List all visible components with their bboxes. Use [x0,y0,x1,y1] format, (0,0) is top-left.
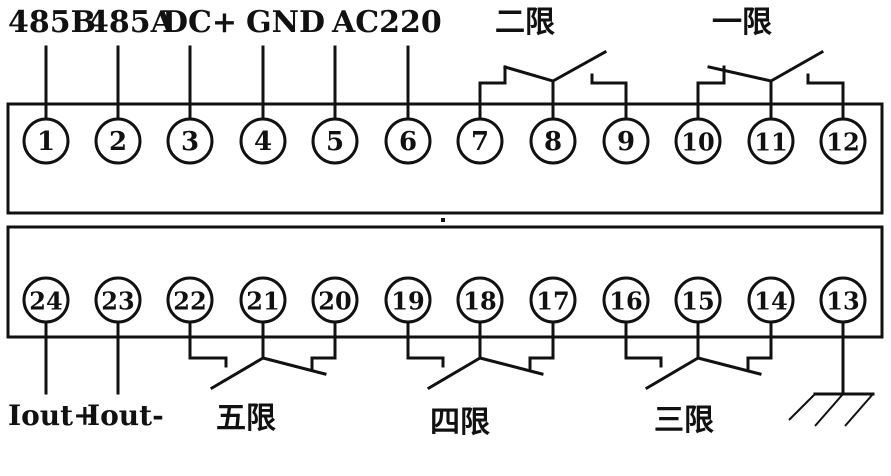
top-leads [44,45,410,121]
terminal-11: 11 [747,117,795,165]
svg-text:20: 20 [318,287,351,316]
label-relay-1: 一限 [712,5,772,40]
relay-2-switch-symbol [478,49,628,121]
label-dc-plus: DC+ [162,5,237,40]
center-dot [441,218,445,222]
svg-text:16: 16 [609,287,642,316]
terminal-14: 14 [747,276,795,324]
terminal-17: 17 [529,276,577,324]
relay-5-switch-symbol [188,320,337,391]
svg-text:24: 24 [29,287,62,316]
terminal-19: 19 [384,276,432,324]
terminal-1: 1 [22,117,70,165]
svg-text:6: 6 [399,127,417,157]
terminal-8: 8 [529,117,577,165]
terminal-5: 5 [311,117,359,165]
label-relay-4: 四限 [430,405,490,440]
terminal-2: 2 [94,117,142,165]
svg-text:19: 19 [391,287,424,316]
terminal-13: 13 [819,276,867,324]
svg-text:5: 5 [326,127,344,157]
svg-text:17: 17 [536,287,569,316]
svg-text:18: 18 [463,287,496,316]
terminal-24: 24 [22,276,70,324]
svg-text:12: 12 [826,128,859,157]
svg-text:4: 4 [254,127,272,157]
ground-icon [788,320,875,427]
svg-text:3: 3 [181,127,199,157]
terminal-3: 3 [166,117,214,165]
terminal-4: 4 [239,117,287,165]
top-terminals: 1 2 3 4 5 6 7 8 9 10 11 12 [22,117,867,165]
terminal-15: 15 [674,276,722,324]
svg-text:9: 9 [617,127,635,157]
svg-text:11: 11 [754,128,787,157]
bottom-terminals: 24 23 22 21 20 19 18 17 16 15 14 13 [22,276,867,324]
terminal-6: 6 [384,117,432,165]
bottom-leads [44,320,120,395]
relay-4-switch-symbol [406,320,555,391]
terminal-21: 21 [239,276,287,324]
terminal-16: 16 [602,276,650,324]
svg-text:14: 14 [754,287,787,316]
terminal-7: 7 [456,117,504,165]
label-485a: 485A [88,5,175,40]
label-relay-3: 三限 [654,403,714,438]
label-iout-plus: Iout+ [8,399,97,432]
terminal-23: 23 [94,276,142,324]
terminal-20: 20 [311,276,359,324]
terminal-12: 12 [819,117,867,165]
label-iout-minus: Iout- [87,399,164,432]
bottom-terminal-block [6,225,884,339]
terminal-22: 22 [166,276,214,324]
svg-text:10: 10 [681,128,714,157]
label-gnd: GND [246,5,325,40]
terminal-18: 18 [456,276,504,324]
svg-text:2: 2 [109,127,127,157]
svg-text:1: 1 [37,127,55,157]
label-485b: 485B [8,5,96,40]
terminal-9: 9 [602,117,650,165]
relay-1-switch-symbol [696,49,845,121]
svg-text:8: 8 [544,127,562,157]
svg-text:7: 7 [471,127,489,157]
svg-text:23: 23 [101,287,134,316]
svg-text:21: 21 [246,287,279,316]
label-ac220: AC220 [331,5,442,40]
svg-text:22: 22 [173,287,206,316]
svg-text:13: 13 [826,287,859,316]
relay-3-switch-symbol [624,320,773,391]
svg-text:15: 15 [681,287,714,316]
label-relay-2: 二限 [495,5,555,40]
label-relay-5: 五限 [216,401,276,436]
terminal-10: 10 [674,117,722,165]
top-terminal-block [6,102,884,215]
